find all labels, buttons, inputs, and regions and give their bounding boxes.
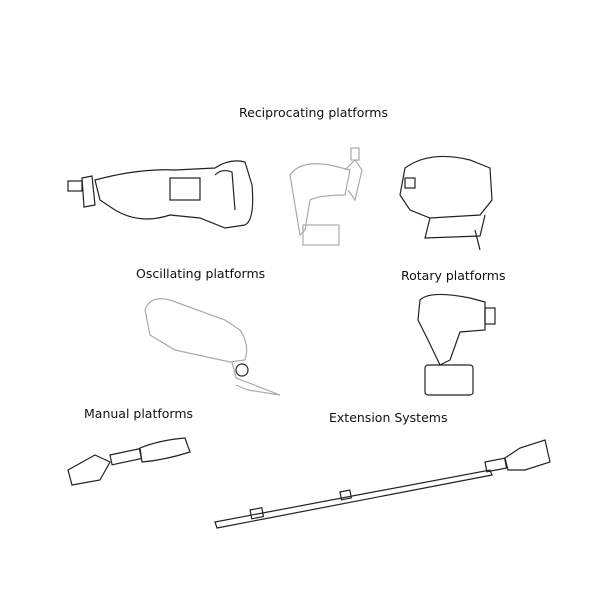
crimping-tool-image [289,147,363,246]
label-rotary-platforms: Rotary platforms [401,268,506,283]
manual-handle-image [67,437,191,486]
label-reciprocating-platforms: Reciprocating platforms [239,105,388,120]
extension-pole-image [214,439,551,529]
oscillating-multitool-image [144,298,281,396]
impact-driver-image [417,293,496,396]
jigsaw-image [399,155,493,251]
label-oscillating-platforms: Oscillating platforms [136,266,266,281]
reciprocating-saw-image [67,160,254,229]
label-manual-platforms: Manual platforms [84,406,194,421]
label-extension-systems: Extension Systems [329,410,448,425]
